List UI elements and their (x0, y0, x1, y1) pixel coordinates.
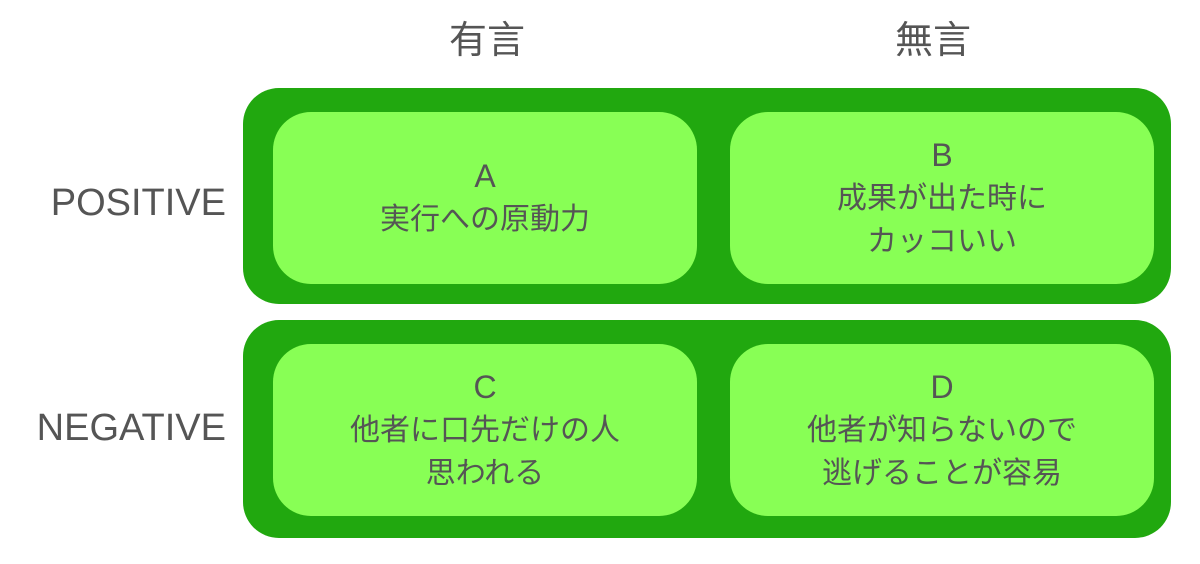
quadrant-d: D 他者が知らないので 逃げることが容易 (730, 344, 1154, 516)
quadrant-d-line2: 逃げることが容易 (822, 455, 1062, 491)
row-label-negative: NEGATIVE (36, 407, 226, 449)
quadrant-b-line1: 成果が出た時に (837, 180, 1047, 216)
quadrant-a-line1: 実行への原動力 (380, 202, 590, 237)
row-label-positive: POSITIVE (50, 182, 226, 224)
quadrant-d-letter: D (930, 368, 954, 405)
quadrant-c: C 他者に口先だけの人 思われる (273, 344, 697, 516)
quadrant-b: B 成果が出た時に カッコいい (730, 112, 1154, 284)
column-header-vocal: 有言 (448, 18, 525, 62)
quadrant-d-line1: 他者が知らないので (807, 412, 1077, 448)
column-header-silent: 無言 (894, 18, 971, 62)
quadrant-b-line2: カッコいい (867, 223, 1017, 259)
quadrant-c-line1: 他者に口先だけの人 (350, 412, 620, 448)
quadrant-a-letter: A (474, 158, 496, 194)
quadrant-c-letter: C (473, 368, 497, 405)
quadrant-b-letter: B (931, 136, 953, 173)
quadrant-a: A 実行への原動力 (273, 112, 697, 284)
quadrant-c-line2: 思われる (425, 455, 545, 491)
